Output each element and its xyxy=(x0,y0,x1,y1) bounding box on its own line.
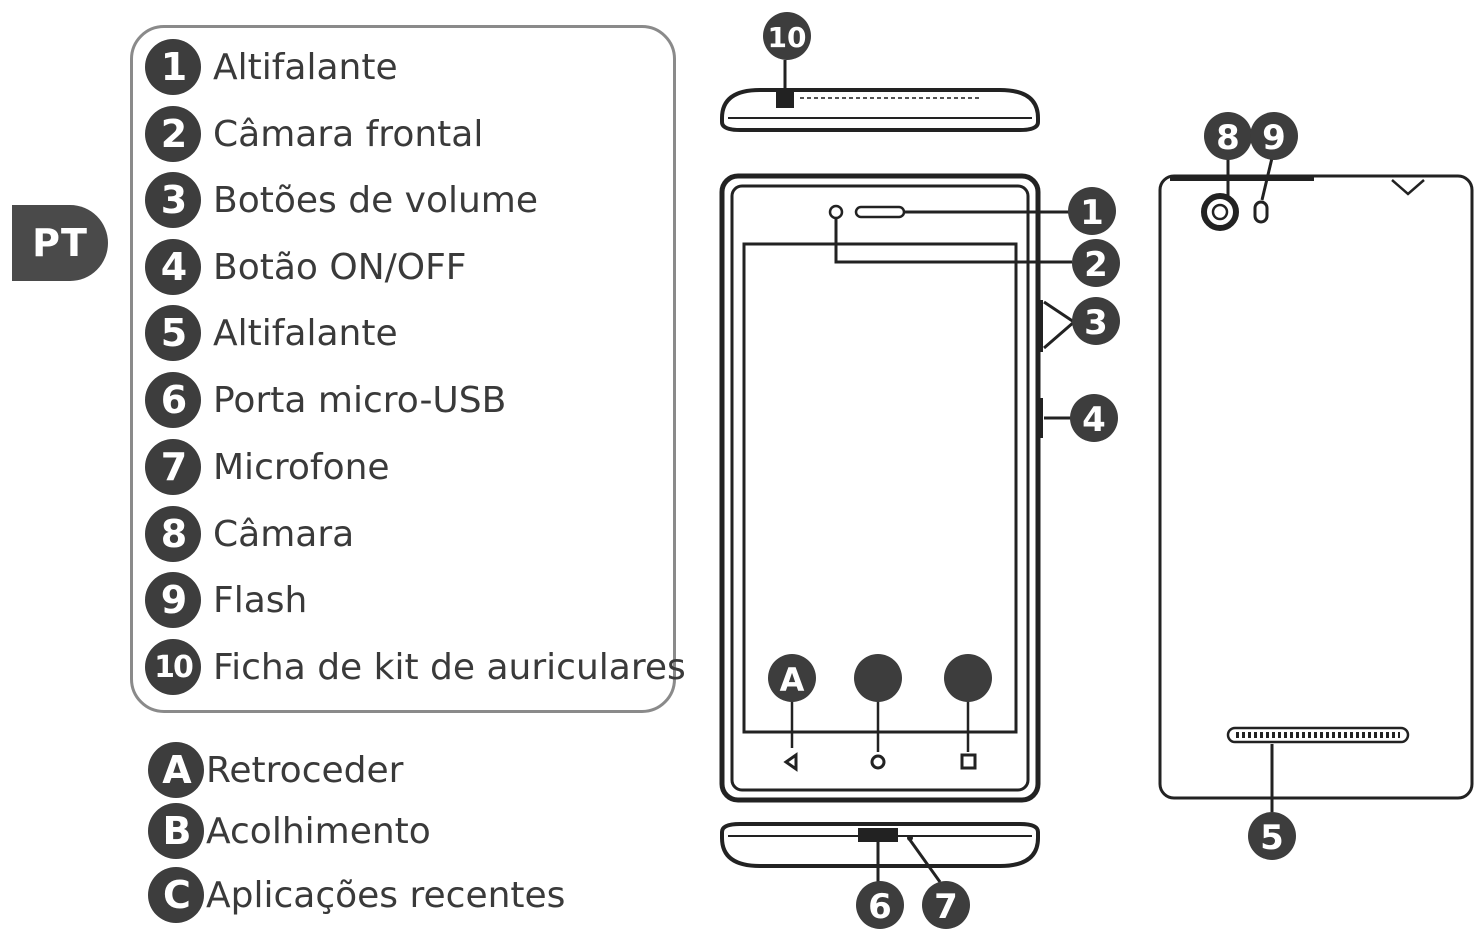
legend-number-badge: 5 xyxy=(145,305,201,361)
callout-badge-8: 8 xyxy=(1204,112,1252,160)
home-nav-icon xyxy=(870,754,886,770)
legend-item-2: 2 Câmara frontal xyxy=(145,105,483,163)
legend-number-badge: 1 xyxy=(145,39,201,95)
leader-lines xyxy=(834,210,1075,420)
svg-text:10: 10 xyxy=(768,21,807,54)
callout-badge-9: 9 xyxy=(1250,112,1298,160)
callout-badge-5: 5 xyxy=(1248,812,1296,860)
nav-letter-badge: C xyxy=(148,867,204,923)
svg-text:6: 6 xyxy=(868,887,892,927)
svg-text:7: 7 xyxy=(934,887,958,927)
nav-legend-label: Retroceder xyxy=(206,749,404,791)
legend-item-3: 3 Botões de volume xyxy=(145,171,538,229)
nav-home-callout xyxy=(854,654,902,702)
recent-apps-nav-icon xyxy=(960,753,977,770)
svg-text:4: 4 xyxy=(1082,400,1106,440)
phone-top-view xyxy=(720,60,1040,132)
callout-badge-4: 4 xyxy=(1070,394,1118,442)
nav-legend-item-b: B Acolhimento xyxy=(148,802,431,860)
earpiece-speaker-icon xyxy=(854,205,906,219)
legend-number-badge: 9 xyxy=(145,572,201,628)
legend-item-10: 10 Ficha de kit de auriculares xyxy=(145,638,686,696)
svg-text:1: 1 xyxy=(1080,193,1104,233)
svg-text:2: 2 xyxy=(1084,245,1108,285)
legend-label: Ficha de kit de auriculares xyxy=(213,646,686,688)
legend-item-7: 7 Microfone xyxy=(145,438,390,496)
legend-number-badge: 4 xyxy=(145,239,201,295)
legend-label: Altifalante xyxy=(213,46,398,88)
usb-port-icon xyxy=(858,828,898,842)
legend-number-badge: 7 xyxy=(145,439,201,495)
parts-legend-box xyxy=(130,25,676,713)
nav-legend-item-c: C Aplicações recentes xyxy=(148,866,565,924)
phone-back-view xyxy=(1158,157,1474,812)
legend-number-badge: 2 xyxy=(145,106,201,162)
legend-label: Botão ON/OFF xyxy=(213,246,467,288)
legend-label: Câmara xyxy=(213,513,355,555)
nav-legend-item-a: A Retroceder xyxy=(148,741,403,799)
nav-letter-badge: B xyxy=(148,803,204,859)
headphone-jack-icon xyxy=(776,92,794,108)
nav-letter-badge: A xyxy=(148,742,204,798)
callout-badge-3: 3 xyxy=(1072,297,1120,345)
callout-badge-6: 6 xyxy=(856,881,904,929)
legend-label: Porta micro-USB xyxy=(213,379,507,421)
legend-item-5: 5 Altifalante xyxy=(145,304,398,362)
callout-badge-7: 7 xyxy=(922,881,970,929)
svg-text:A: A xyxy=(780,661,805,699)
legend-number-badge: 10 xyxy=(145,639,201,695)
callout-badge-2: 2 xyxy=(1072,239,1120,287)
legend-label: Microfone xyxy=(213,446,390,488)
svg-text:8: 8 xyxy=(1216,118,1240,158)
phone-bottom-view xyxy=(720,822,1040,883)
nav-legend-label: Acolhimento xyxy=(206,810,431,852)
callout-badge-1: 1 xyxy=(1068,187,1116,235)
legend-item-6: 6 Porta micro-USB xyxy=(145,371,506,429)
screen xyxy=(742,242,1018,734)
back-nav-icon xyxy=(783,752,798,772)
legend-number-badge: 3 xyxy=(145,172,201,228)
phone-front-view xyxy=(719,173,1043,803)
language-tab: PT xyxy=(12,205,108,281)
microphone-hole-icon xyxy=(907,835,913,841)
front-camera-icon xyxy=(828,204,844,220)
legend-number-badge: 6 xyxy=(145,372,201,428)
legend-item-8: 8 Câmara xyxy=(145,505,354,563)
legend-label: Câmara frontal xyxy=(213,113,484,155)
legend-item-1: 1 Altifalante xyxy=(145,38,398,96)
svg-text:3: 3 xyxy=(1084,303,1108,343)
legend-label: Altifalante xyxy=(213,312,398,354)
svg-text:9: 9 xyxy=(1262,118,1286,158)
callout-badge-10: 10 xyxy=(763,12,811,60)
nav-legend-label: Aplicações recentes xyxy=(206,874,566,916)
svg-text:5: 5 xyxy=(1260,818,1284,858)
legend-item-9: 9 Flash xyxy=(145,571,307,629)
legend-label: Flash xyxy=(213,579,308,621)
legend-number-badge: 8 xyxy=(145,506,201,562)
back-speaker-grille-icon xyxy=(1226,726,1410,744)
back-camera-icon xyxy=(1201,193,1239,231)
legend-item-4: 4 Botão ON/OFF xyxy=(145,238,467,296)
flash-icon xyxy=(1253,200,1269,224)
callout-badge-a: A xyxy=(768,654,816,702)
legend-label: Botões de volume xyxy=(213,179,539,221)
nav-recent-callout xyxy=(944,654,992,702)
